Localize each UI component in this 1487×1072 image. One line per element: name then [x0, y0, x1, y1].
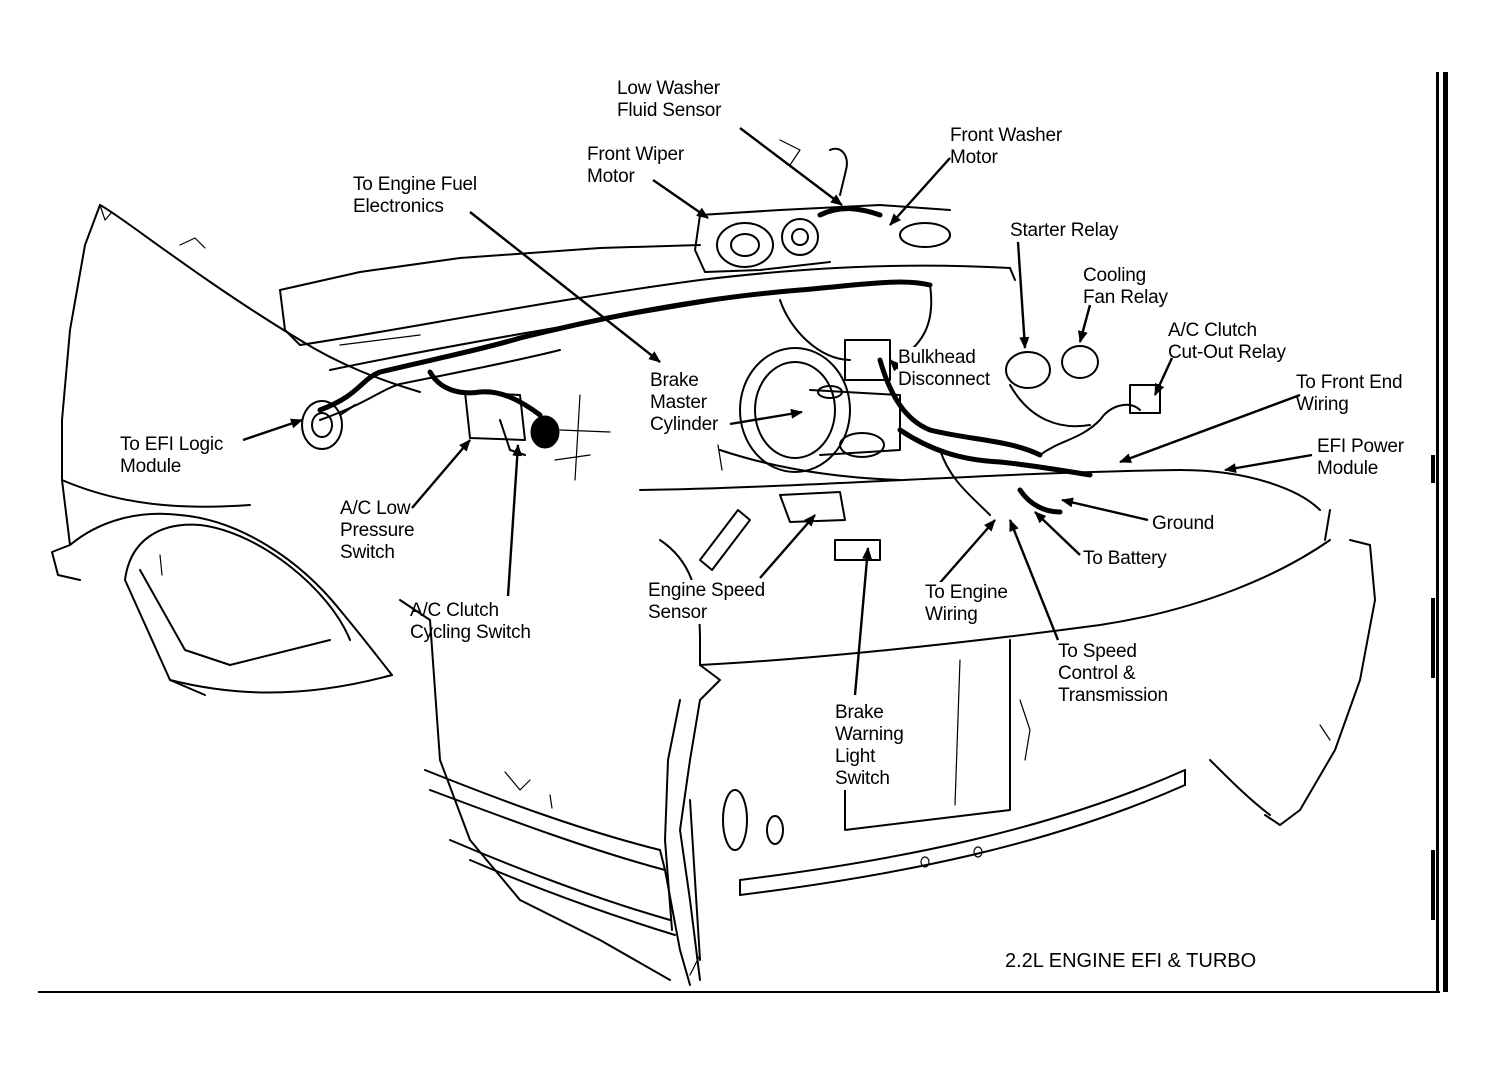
ac-switch-cluster — [464, 391, 611, 481]
page-frame — [38, 72, 1448, 993]
label-starter-relay: Starter Relay — [1010, 220, 1119, 241]
left-fender — [51, 204, 421, 696]
diagram-caption: 2.2L ENGINE EFI & TURBO — [1005, 950, 1257, 972]
wiper-motor-assembly — [694, 139, 951, 273]
wiring-harness — [317, 279, 1141, 516]
brake-booster — [717, 339, 901, 481]
label-ground: Ground — [1152, 513, 1215, 534]
front-panel — [639, 469, 1376, 981]
label-to-battery: To Battery — [1083, 548, 1167, 569]
lower-body — [399, 491, 881, 986]
relay-cluster — [1005, 345, 1161, 428]
